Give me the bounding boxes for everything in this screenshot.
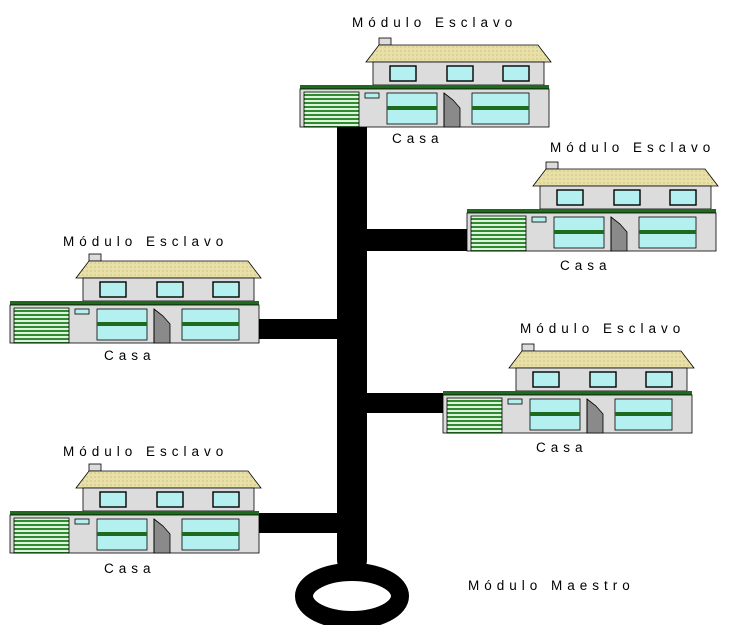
house-icon — [300, 38, 551, 127]
house-icon — [10, 464, 261, 553]
slave-module-label: Módulo Esclavo — [63, 234, 228, 249]
house-label: Casa — [536, 440, 588, 455]
slave-module-label: Módulo Esclavo — [63, 444, 228, 459]
house-label: Casa — [104, 348, 156, 363]
slave-module-label: Módulo Esclavo — [550, 140, 715, 155]
bus-network — [240, 128, 478, 620]
slave-module-right-upper: Módulo Esclavo Casa — [467, 140, 718, 273]
house-label: Casa — [104, 561, 156, 576]
slave-module-label: Módulo Esclavo — [520, 321, 685, 336]
slave-module-left-lower: Módulo Esclavo Casa — [10, 444, 261, 576]
house-label: Casa — [560, 258, 612, 273]
house-label: Casa — [392, 131, 444, 146]
house-icon — [467, 162, 718, 251]
slave-module-label: Módulo Esclavo — [352, 15, 517, 30]
slave-module-left-upper: Módulo Esclavo Casa — [10, 234, 261, 363]
slave-module-top: Módulo Esclavo Casa — [300, 15, 551, 146]
house-icon — [10, 254, 261, 343]
house-icon — [443, 344, 694, 433]
slave-module-right-lower: Módulo Esclavo Casa — [443, 321, 694, 455]
master-module-label: Módulo Maestro — [468, 578, 635, 593]
master-module-ring — [304, 572, 400, 620]
